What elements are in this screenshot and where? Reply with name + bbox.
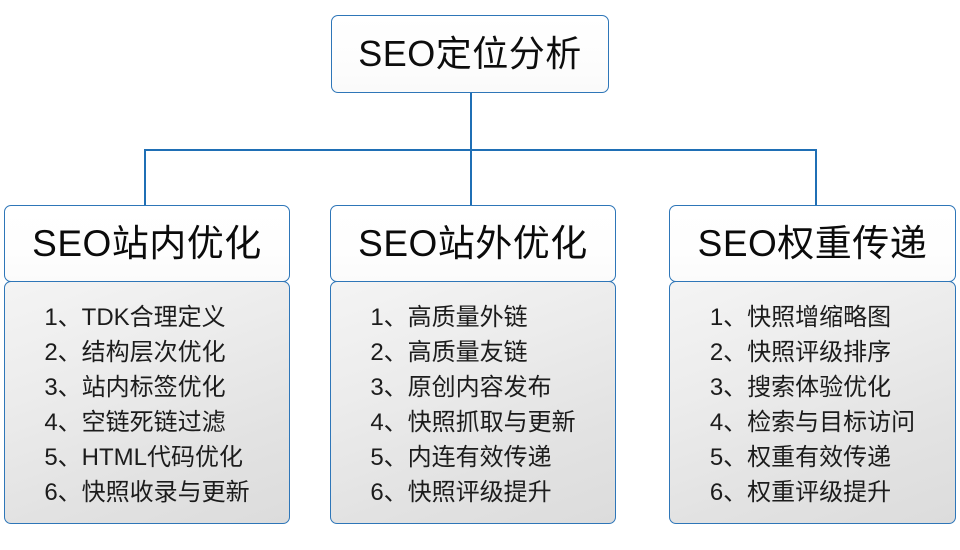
list-item-label: 权重有效传递 [747,444,892,471]
root-node[interactable]: SEO定位分析 [331,15,609,93]
list-item-number: 3、 [44,374,82,401]
connector-root-stem [470,93,472,151]
list-item[interactable]: 5、HTML代码优化 [44,440,249,475]
list-item[interactable]: 5、内连有效传递 [370,440,575,475]
list-item-label: 快照评级提升 [407,479,552,506]
list-item-number: 5、 [44,444,82,471]
list-item-number: 4、 [709,409,748,436]
list-item-label: 高质量友链 [407,339,528,366]
list-item-number: 2、 [370,339,408,366]
list-item-label: 结构层次优化 [81,339,226,366]
branch-header-label-1: SEO站内优化 [32,223,262,264]
branch-header-2[interactable]: SEO站外优化 [330,205,616,282]
list-item[interactable]: 1、快照增缩略图 [710,300,915,335]
list-item-label: 站内标签优化 [81,374,226,401]
list-item-number: 4、 [44,409,82,436]
list-item[interactable]: 4、空链死链过滤 [44,405,249,440]
list-item-number: 6、 [44,479,82,506]
list-item-number: 1、 [370,304,408,331]
list-item[interactable]: 5、权重有效传递 [710,440,915,475]
list-item-number: 2、 [709,339,748,366]
list-item[interactable]: 4、快照抓取与更新 [370,405,575,440]
list-item-label: TDK合理定义 [81,304,226,331]
list-item-label: 快照评级排序 [747,339,892,366]
list-item-number: 6、 [370,479,408,506]
branch-list-1: 1、TDK合理定义 2、结构层次优化 3、站内标签优化 4、空链死链过滤 5、H… [4,281,290,524]
connector-drop-left [144,149,146,207]
list-item-label: 快照收录与更新 [81,479,250,506]
branch-column-3: SEO权重传递 1、快照增缩略图 2、快照评级排序 3、搜索体验优化 4、检索与… [669,205,956,524]
connector-horizontal-bar [144,149,817,151]
list-item-label: 检索与目标访问 [747,409,916,436]
list-item-number: 5、 [709,444,748,471]
list-item[interactable]: 6、权重评级提升 [710,475,915,510]
list-item-label: 内连有效传递 [407,444,552,471]
connector-drop-center [470,149,472,207]
list-item-label: HTML代码优化 [81,444,244,471]
branch-list-3: 1、快照增缩略图 2、快照评级排序 3、搜索体验优化 4、检索与目标访问 5、权… [669,281,956,524]
list-item-number: 3、 [370,374,408,401]
branch-header-label-2: SEO站外优化 [358,223,588,264]
list-item-number: 5、 [370,444,408,471]
list-item[interactable]: 6、快照评级提升 [370,475,575,510]
branch-list-2: 1、高质量外链 2、高质量友链 3、原创内容发布 4、快照抓取与更新 5、内连有… [330,281,616,524]
list-item-label: 权重评级提升 [747,479,892,506]
branch-header-label-3: SEO权重传递 [697,223,928,264]
list-item[interactable]: 1、TDK合理定义 [44,300,249,335]
branch-header-1[interactable]: SEO站内优化 [4,205,290,282]
connector-drop-right [815,149,817,207]
list-item[interactable]: 3、原创内容发布 [370,370,575,405]
branch-header-3[interactable]: SEO权重传递 [669,205,956,282]
list-item-label: 搜索体验优化 [747,374,892,401]
list-item-label: 快照抓取与更新 [407,409,576,436]
list-item[interactable]: 1、高质量外链 [370,300,575,335]
list-item-number: 6、 [709,479,748,506]
list-item-number: 1、 [44,304,82,331]
root-node-label: SEO定位分析 [358,33,582,74]
list-item-label: 高质量外链 [407,304,528,331]
list-item-number: 4、 [370,409,408,436]
list-item-label: 原创内容发布 [407,374,552,401]
branch-column-2: SEO站外优化 1、高质量外链 2、高质量友链 3、原创内容发布 4、快照抓取与… [330,205,616,524]
list-item-label: 空链死链过滤 [81,409,226,436]
list-item[interactable]: 2、快照评级排序 [710,335,915,370]
list-item[interactable]: 3、搜索体验优化 [710,370,915,405]
list-item-number: 3、 [709,374,748,401]
list-item[interactable]: 3、站内标签优化 [44,370,249,405]
list-item-number: 2、 [44,339,82,366]
list-item[interactable]: 2、高质量友链 [370,335,575,370]
list-item[interactable]: 4、检索与目标访问 [710,405,915,440]
list-item-label: 快照增缩略图 [747,304,892,331]
list-item-number: 1、 [709,304,748,331]
list-item[interactable]: 6、快照收录与更新 [44,475,249,510]
branch-column-1: SEO站内优化 1、TDK合理定义 2、结构层次优化 3、站内标签优化 4、空链… [4,205,290,524]
list-item[interactable]: 2、结构层次优化 [44,335,249,370]
